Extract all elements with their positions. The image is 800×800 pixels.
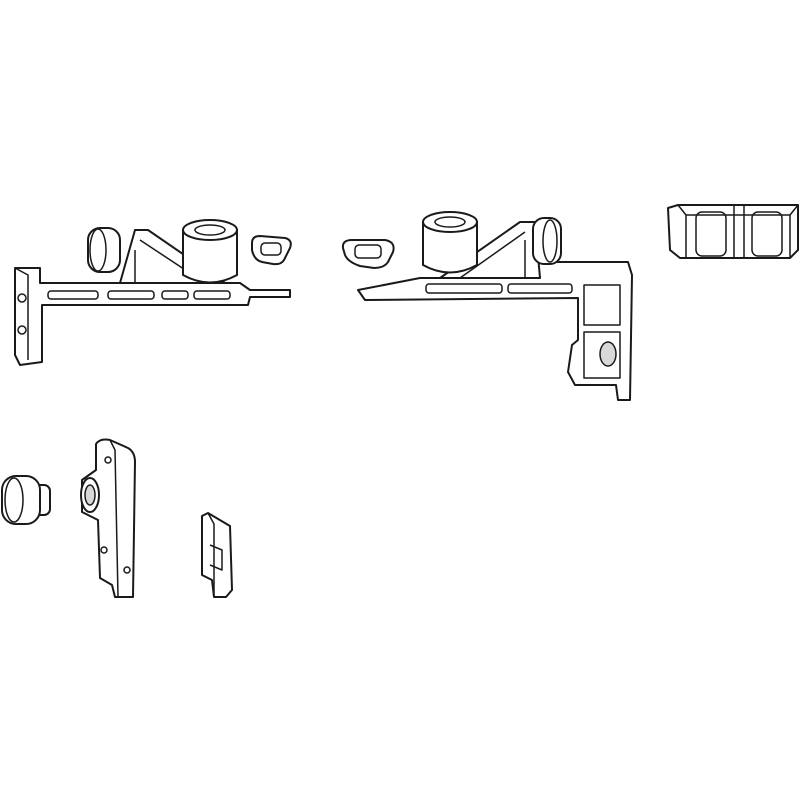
clip (201, 512, 233, 598)
right-roller (532, 217, 562, 265)
left-hinge-bracket (14, 229, 291, 366)
left-washer (251, 235, 292, 266)
right-bushing-cup (422, 211, 478, 274)
right-hinge-bracket (357, 221, 633, 401)
right-washer (341, 239, 395, 269)
left-roller (87, 227, 121, 273)
small-roller (1, 475, 51, 525)
mounting-plate (80, 438, 136, 598)
spacer-block (667, 204, 799, 259)
left-bushing-cup (182, 219, 238, 284)
